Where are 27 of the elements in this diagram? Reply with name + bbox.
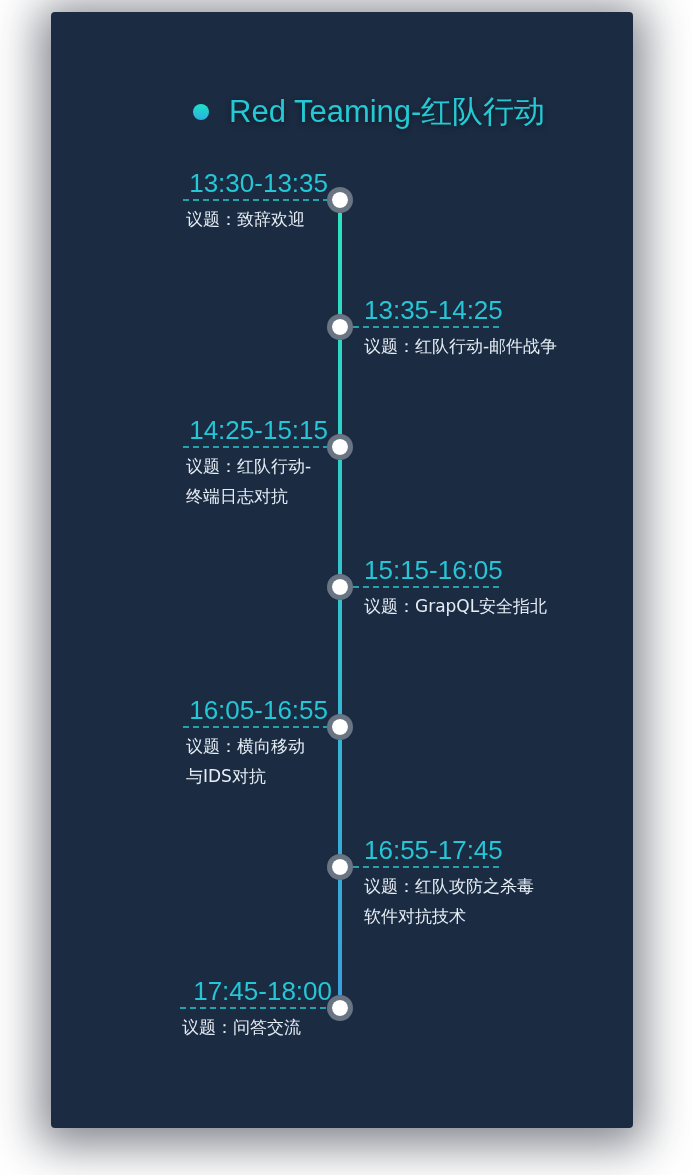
topic-text: 议题：红队行动-邮件战争 <box>364 335 559 358</box>
timeline-line <box>338 880 342 995</box>
time-label: 16:55-17:45 <box>364 836 503 864</box>
topic-text: 议题：GrapQL安全指北 <box>364 595 549 618</box>
timeline-dot <box>327 574 353 600</box>
topic-text: 议题：致辞欢迎 <box>186 208 306 231</box>
timeline-dot <box>327 854 353 880</box>
topic-text: 议题：问答交流 <box>182 1016 302 1039</box>
topic-text: 议题：横向移动与IDS对抗 <box>186 735 306 788</box>
timeline-line <box>338 340 342 434</box>
time-label: 14:25-15:15 <box>189 416 328 444</box>
timeline-dot <box>327 714 353 740</box>
timeline-line <box>338 213 342 314</box>
timeline-line <box>338 460 342 574</box>
timeline-line <box>338 740 342 854</box>
topic-text: 议题：红队攻防之杀毒软件对抗技术 <box>364 875 535 928</box>
timeline-line <box>338 600 342 714</box>
diagram-title: Red Teaming-红队行动 <box>229 93 546 131</box>
timeline-dot <box>327 187 353 213</box>
time-label: 13:30-13:35 <box>189 169 328 197</box>
topic-text: 议题：红队行动-终端日志对抗 <box>186 455 313 508</box>
time-label: 16:05-16:55 <box>189 696 328 724</box>
timeline-dot <box>327 314 353 340</box>
time-label: 17:45-18:00 <box>193 977 332 1005</box>
time-label: 15:15-16:05 <box>364 556 503 584</box>
timeline-dot <box>327 434 353 460</box>
time-label: 13:35-14:25 <box>364 296 503 324</box>
